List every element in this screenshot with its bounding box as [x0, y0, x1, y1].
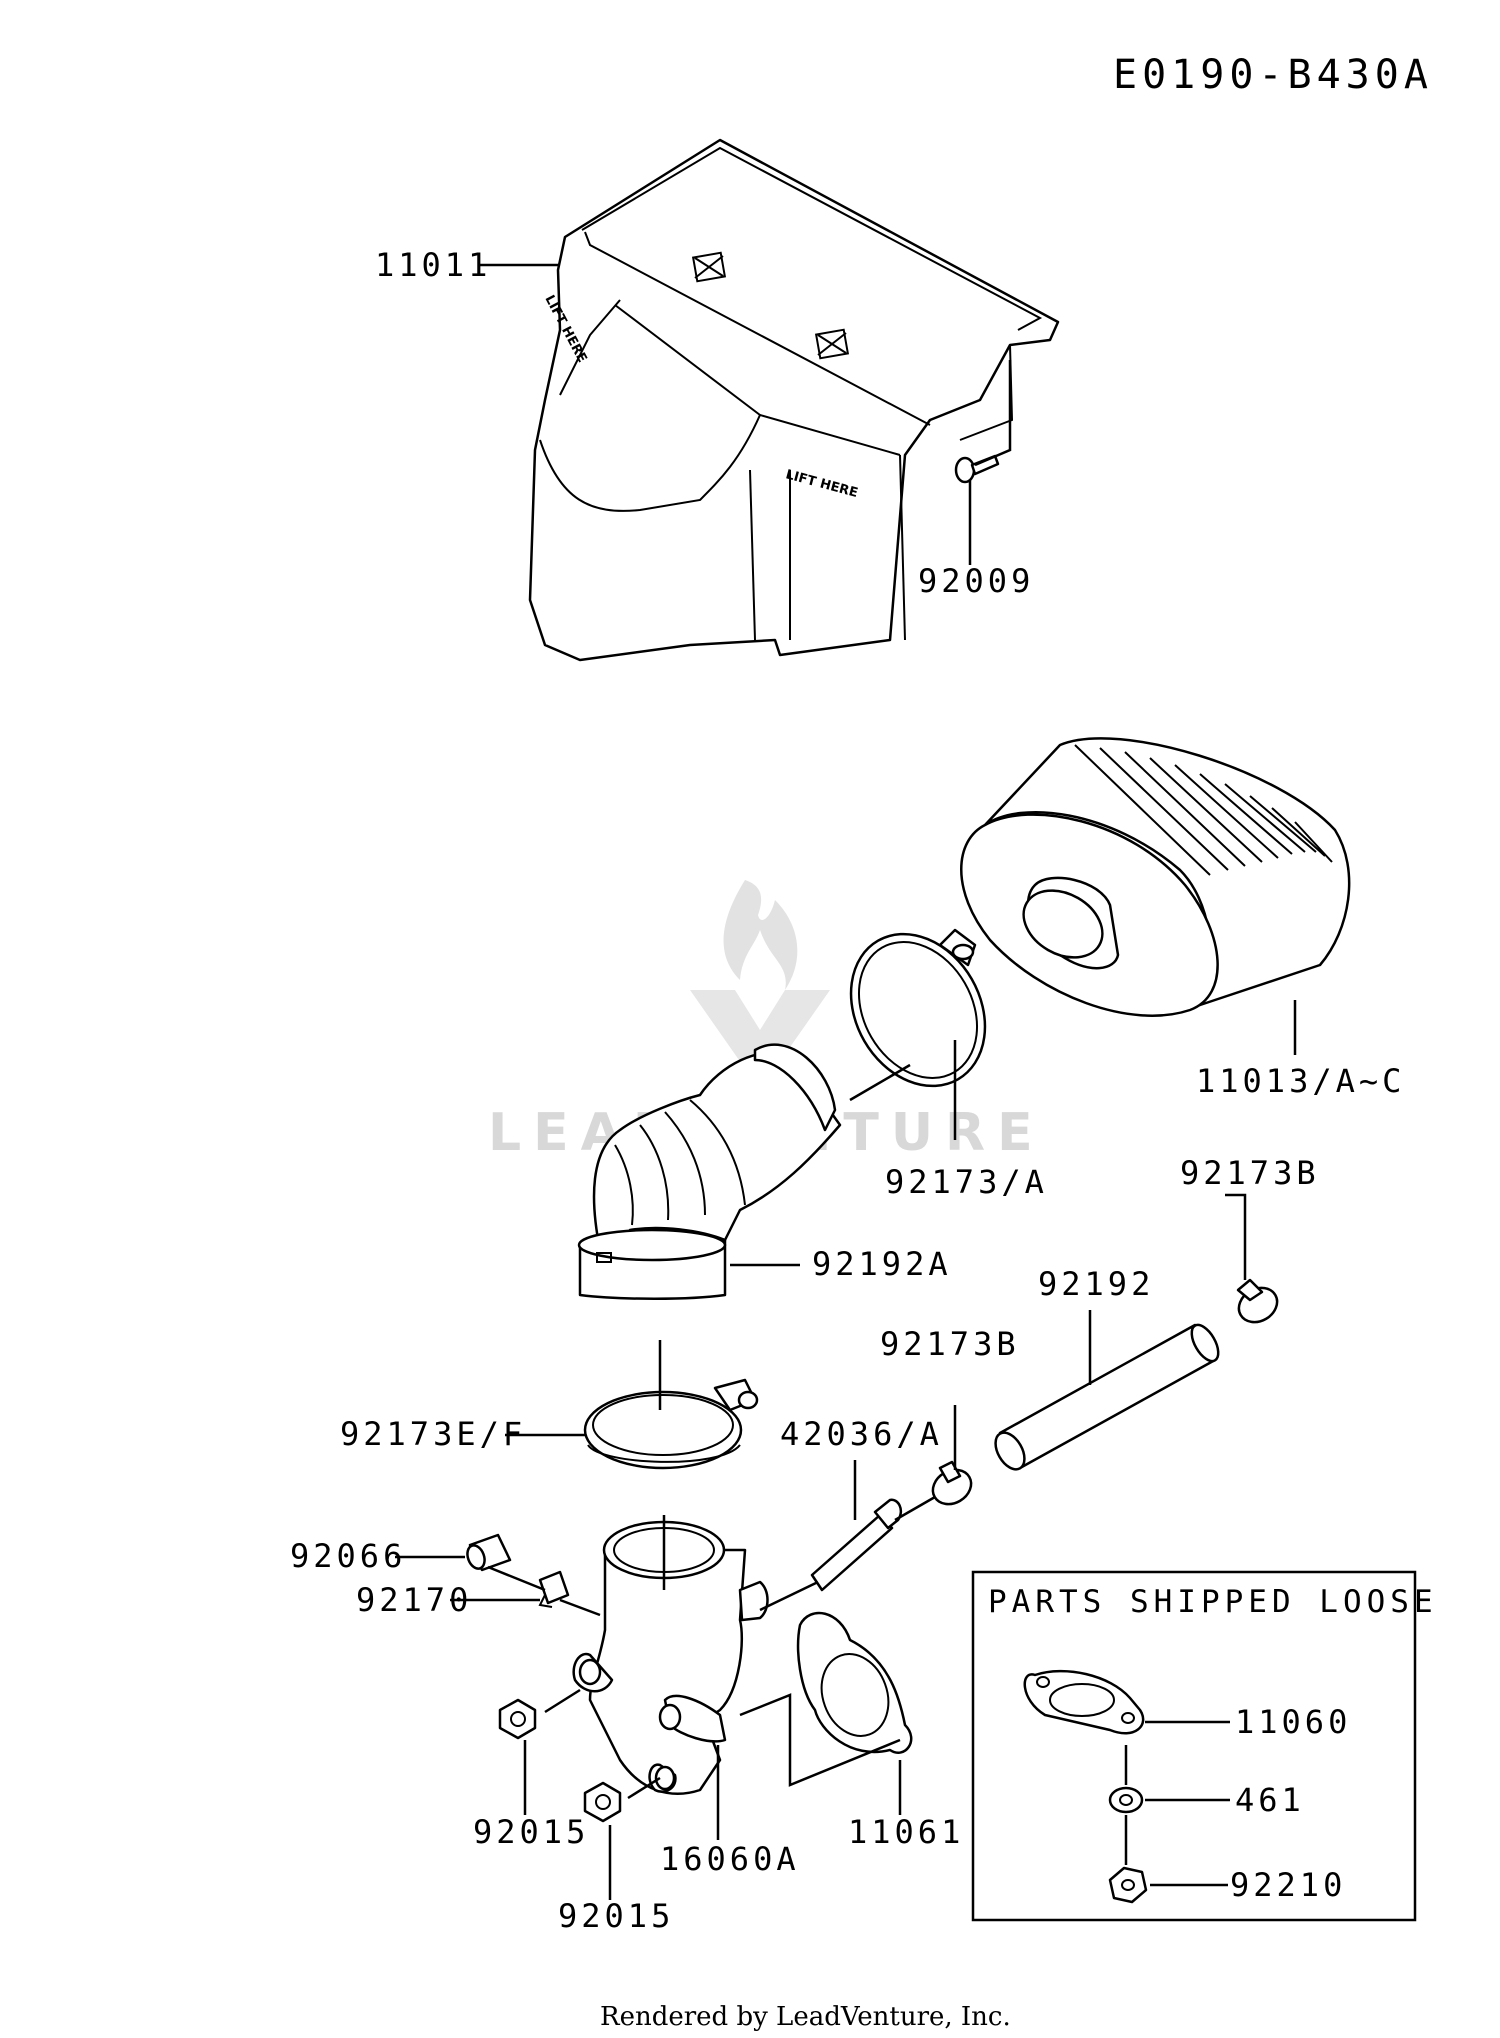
elbow-hose-92192a	[577, 1043, 842, 1300]
label-92192a: 92192A	[812, 1245, 952, 1283]
label-92015-b: 92015	[558, 1897, 674, 1935]
nut-92015-a	[498, 1698, 537, 1740]
label-11061: 11061	[848, 1813, 964, 1851]
footer-text: Rendered by LeadVenture, Inc.	[600, 2002, 1011, 2032]
air-cleaner-cover: LIFT HERE LIFT HERE	[528, 138, 1060, 662]
label-92170: 92170	[356, 1581, 472, 1619]
label-92210: 92210	[1230, 1866, 1346, 1904]
label-42036a: 42036/A	[780, 1415, 943, 1453]
label-16060a: 16060A	[660, 1840, 800, 1878]
hose-clamp-92173ef	[583, 1378, 759, 1470]
leader-lines	[395, 263, 1297, 1900]
gasket-11060	[1023, 1669, 1145, 1735]
clip-92173b-upper	[1236, 1278, 1279, 1324]
label-92173b-top: 92173B	[1180, 1154, 1320, 1192]
clip-92170	[538, 1570, 570, 1608]
label-461: 461	[1235, 1781, 1305, 1819]
screw-92009	[954, 454, 1000, 484]
label-92015-a: 92015	[473, 1813, 589, 1851]
label-92009: 92009	[918, 562, 1034, 600]
cap-92066	[466, 1533, 512, 1572]
diagram-code: E0190-B430A	[1113, 52, 1433, 98]
parts-shipped-loose-title: PARTS SHIPPED LOOSE	[988, 1584, 1438, 1620]
label-92192: 92192	[1038, 1265, 1154, 1303]
gasket-11061	[796, 1611, 913, 1754]
clip-92173b-lower	[931, 1460, 973, 1506]
hose-92192	[994, 1323, 1220, 1471]
fitting-42036a	[810, 1498, 903, 1592]
label-92173ef: 92173E/F	[340, 1415, 526, 1453]
label-11011: 11011	[375, 246, 491, 284]
air-filter-element	[960, 737, 1351, 1017]
label-92066: 92066	[290, 1537, 406, 1575]
label-11013: 11013/A~C	[1196, 1062, 1405, 1100]
hose-clamp-92173a	[849, 928, 987, 1088]
label-92173b-mid: 92173B	[880, 1325, 1020, 1363]
intake-pipe-16060a	[572, 1520, 769, 1795]
washer-461	[1108, 1786, 1144, 1814]
label-11060: 11060	[1235, 1703, 1351, 1741]
label-92173a: 92173/A	[885, 1163, 1048, 1201]
nut-92015-b	[583, 1781, 622, 1823]
parts-shipped-loose-box	[971, 1570, 1417, 1922]
nut-92210	[1108, 1866, 1148, 1904]
